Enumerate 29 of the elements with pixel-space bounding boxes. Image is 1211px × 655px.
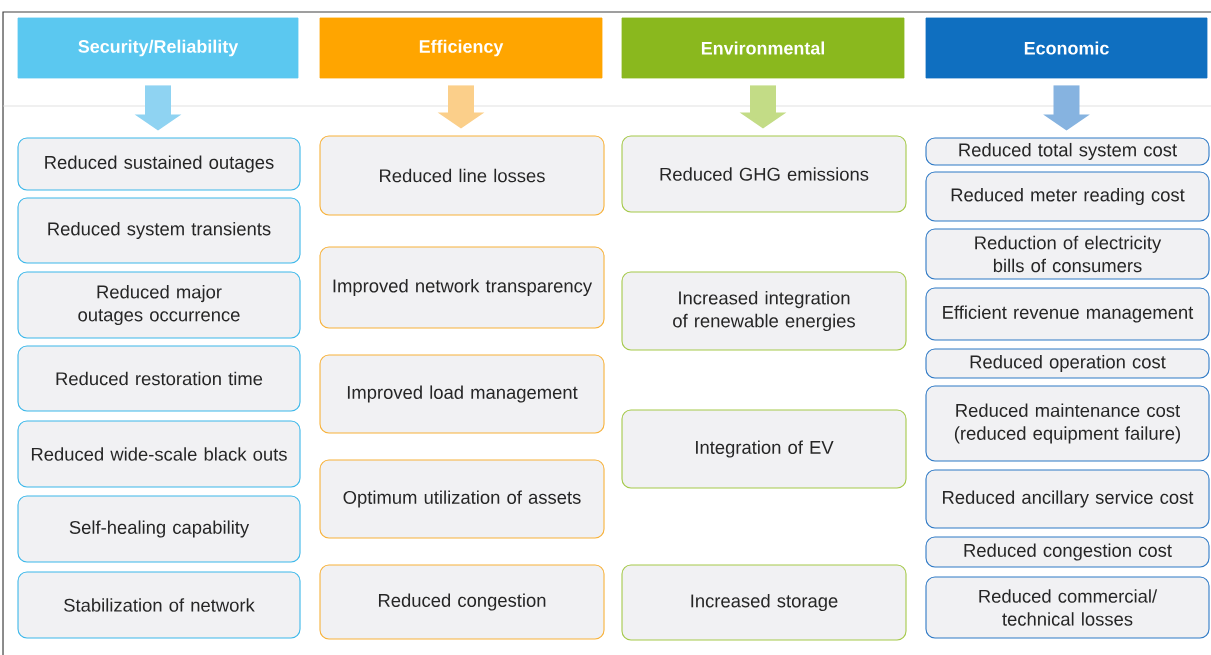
benefit-box: Reduced commercial/ technical losses <box>925 576 1210 639</box>
benefit-box: Reduced system transients <box>17 197 301 264</box>
benefit-box: Reduced total system cost <box>925 137 1210 166</box>
category-header: Efficiency <box>319 17 603 79</box>
benefit-box: Stabilization of network <box>17 571 301 639</box>
benefit-box: Reduced sustained outages <box>17 137 301 191</box>
benefit-box: Efficient revenue management <box>925 287 1210 341</box>
category-header: Security/Reliability <box>17 17 299 79</box>
benefit-box: Increased storage <box>621 564 907 641</box>
category-header: Economic <box>925 17 1208 79</box>
benefit-box: Reduced line losses <box>319 135 605 216</box>
benefit-box: Reduced operation cost <box>925 348 1210 379</box>
benefit-box: Reduced ancillary service cost <box>925 469 1210 529</box>
benefit-box: Increased integration of renewable energies <box>621 271 907 351</box>
benefit-box: Reduced wide-scale black outs <box>17 420 301 488</box>
benefit-box: Reduced maintenance cost (reduced equipment failure) <box>925 385 1210 462</box>
benefit-box: Reduced restoration time <box>17 345 301 412</box>
benefit-box: Reduced congestion cost <box>925 536 1210 568</box>
benefit-box: Improved load management <box>319 354 605 434</box>
benefit-box: Self-healing capability <box>17 495 301 563</box>
benefit-box: Improved network transparency <box>319 246 605 329</box>
benefit-box: Reduction of electricity bills of consumers <box>925 228 1210 280</box>
category-header: Environmental <box>621 17 905 79</box>
benefit-box: Reduced congestion <box>319 564 605 640</box>
benefit-box: Reduced GHG emissions <box>621 135 907 213</box>
benefit-box: Optimum utilization of assets <box>319 459 605 539</box>
benefit-box: Integration of EV <box>621 409 907 489</box>
benefit-box: Reduced meter reading cost <box>925 171 1210 222</box>
benefit-box: Reduced major outages occurrence <box>17 271 301 339</box>
